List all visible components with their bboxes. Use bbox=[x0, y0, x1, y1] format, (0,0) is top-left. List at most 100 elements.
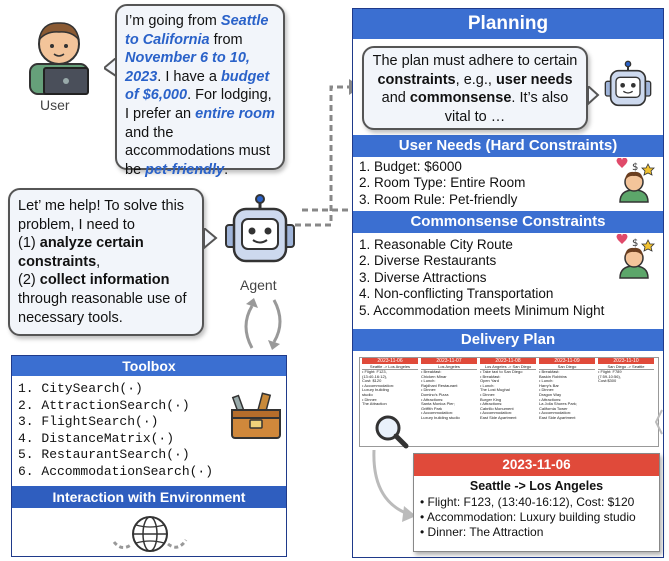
day-route: Los Angeles -> San Diego bbox=[480, 364, 536, 370]
user-bubble-tail bbox=[104, 58, 117, 78]
delivery-title: Delivery Plan bbox=[353, 329, 663, 351]
user-text: . bbox=[224, 161, 229, 178]
day-line: Baskin Robbins bbox=[539, 373, 567, 379]
day-line: • Accommodation: bbox=[539, 410, 572, 416]
plan-constraints: constraints bbox=[377, 71, 456, 88]
day-line: Cost: $120 bbox=[362, 378, 382, 384]
user-need-item: 2. Room Type: Entire Room bbox=[359, 175, 526, 191]
day-line: (7:59-10:56), bbox=[598, 373, 621, 379]
plan-text: and bbox=[381, 90, 410, 107]
day-route: San Diego bbox=[539, 364, 595, 370]
plan-commonsense: commonsense bbox=[409, 90, 512, 107]
day-line: • Accommodation: bbox=[421, 410, 454, 416]
day-line: • Lunch: bbox=[421, 378, 436, 384]
magnifier-icon bbox=[375, 415, 409, 449]
agent-text: Let’ me help! To solve this problem, I n… bbox=[18, 198, 185, 233]
svg-text:$: $ bbox=[632, 238, 638, 249]
user-dates: November 6 to 10, 2023 bbox=[125, 50, 250, 85]
user-needs-title: User Needs (Hard Constraints) bbox=[353, 135, 663, 157]
tool-item: 3. FlightSearch(·) bbox=[18, 414, 159, 429]
commonsense-item: 5. Accommodation meets Minimum Night bbox=[359, 302, 605, 318]
tool-item: 6. AccommodationSearch(·) bbox=[18, 463, 214, 479]
day-route: Los Angeles bbox=[421, 364, 477, 370]
day-line: Santa Monica Pier; bbox=[421, 401, 455, 407]
detail-item: • Flight: F123, (13:40-16:12), Cost: $12… bbox=[420, 495, 635, 509]
day-route: Seattle -> Los Angeles bbox=[362, 364, 418, 370]
plan-text: , e.g., bbox=[455, 71, 496, 88]
agent-to-planning-line bbox=[302, 208, 358, 212]
day-column: 2023-11-10 San Diego -> Seattle • Flight… bbox=[598, 358, 654, 384]
person-with-idea-icon: $ bbox=[616, 234, 655, 279]
day-line: • Dinner: bbox=[539, 387, 555, 393]
day-date: 2023-11-08 bbox=[480, 358, 536, 364]
day-route: San Diego -> Seattle bbox=[598, 364, 654, 370]
day-line: Cost:$300 bbox=[598, 378, 617, 384]
day-line: • Dinner: bbox=[421, 387, 437, 393]
day-line: • Attractions: bbox=[480, 401, 503, 407]
day-line: • Lunch: bbox=[480, 382, 495, 388]
plan-text: The plan must adhere to certain bbox=[372, 53, 578, 69]
day-date: 2023-11-06 bbox=[362, 358, 418, 364]
day-line: The Lost Mughal bbox=[480, 387, 510, 393]
person-with-idea-icon: $ bbox=[616, 158, 655, 203]
day-line: East Side Apartment bbox=[480, 414, 517, 420]
detail-item: • Dinner: The Attraction bbox=[420, 525, 544, 539]
day-line: • Flight: F123, bbox=[362, 369, 387, 374]
agent-text: through reasonable use of necessary tool… bbox=[18, 290, 187, 326]
day-line: (13:40-16:12), bbox=[362, 373, 388, 379]
robot-icon bbox=[604, 60, 652, 107]
day-line: • Flight: F789 bbox=[598, 369, 622, 374]
day-line: • Attractions: bbox=[421, 396, 444, 402]
day-date: 2023-11-09 bbox=[539, 358, 595, 364]
agent-analyze: analyze certain constraints bbox=[18, 235, 144, 270]
user-at-laptop-icon bbox=[29, 22, 89, 95]
detail-route: Seattle -> Los Angeles bbox=[469, 479, 604, 493]
tool-item: 5. RestaurantSearch(·) bbox=[18, 447, 190, 462]
user-text: and the accommodations must be bbox=[125, 124, 271, 178]
day-line: • Accommodation: bbox=[480, 410, 513, 416]
day-line: Rajdhani Restaurant bbox=[421, 382, 458, 388]
day-column: 2023-11-07 Los Angeles • Breakfast: Chic… bbox=[421, 358, 477, 421]
day-line: Harry's Bar bbox=[539, 382, 559, 388]
tool-item: 4. DistanceMatrix(·) bbox=[18, 430, 175, 446]
user-need-item: 1. Budget: $6000 bbox=[359, 159, 462, 174]
planning-title: Planning bbox=[353, 9, 663, 39]
agent-text: (1) bbox=[18, 235, 40, 252]
day-date: 2023-11-07 bbox=[421, 358, 477, 364]
agent-label: Agent bbox=[240, 277, 277, 293]
side-arrow bbox=[654, 409, 663, 435]
globe-icon bbox=[112, 516, 188, 552]
detail-item: • Accommodation: Luxury building studio bbox=[420, 510, 636, 524]
agent-bubble-tail bbox=[203, 228, 218, 250]
user-avatar bbox=[14, 14, 104, 96]
day-line: Griffith Park bbox=[421, 405, 443, 411]
commonsense-list: 1. Reasonable City Route 2. Diverse Rest… bbox=[359, 237, 604, 319]
user-speech-bubble: I’m going from Seattle to California fro… bbox=[115, 4, 285, 178]
commonsense-item: 4. Non-conflicting Transportation bbox=[359, 286, 554, 302]
interaction-title: Interaction with Environment bbox=[12, 486, 286, 508]
plan-user-needs: user needs bbox=[495, 71, 573, 88]
svg-text:$: $ bbox=[632, 162, 638, 173]
day-line: • Accommodation: bbox=[362, 382, 395, 388]
day-line: • Take taxi to San Diego bbox=[480, 369, 523, 374]
user-text: . I have a bbox=[157, 68, 221, 85]
tool-item: 1. CitySearch(·) bbox=[18, 381, 143, 396]
day-line: • Breakfast: bbox=[480, 373, 501, 379]
day-detail-card: 2023-11-06 Seattle -> Los Angeles • Flig… bbox=[413, 453, 660, 552]
user-route: Seattle to California bbox=[125, 13, 269, 48]
day-line: Luxury building studio bbox=[421, 414, 460, 420]
user-pet: pet-friendly bbox=[145, 161, 225, 178]
day-line: La Jolla Shores Park; bbox=[539, 401, 578, 407]
day-line: East Side Apartment bbox=[539, 414, 576, 420]
user-text: I’m going from bbox=[125, 13, 221, 29]
detail-date: 2023-11-06 bbox=[414, 454, 659, 476]
day-line: Open Yard bbox=[480, 378, 499, 384]
commonsense-title: Commonsense Constraints bbox=[353, 211, 663, 233]
day-line: studio bbox=[362, 391, 373, 397]
user-needs-list: 1. Budget: $6000 2. Room Type: Entire Ro… bbox=[359, 159, 525, 208]
day-line: • Dinner: bbox=[362, 396, 378, 402]
zoom-arrow bbox=[372, 449, 416, 522]
agent-toolbox-arrows bbox=[244, 298, 282, 350]
agent-robot bbox=[218, 193, 302, 277]
day-line: Burger King bbox=[480, 396, 502, 402]
